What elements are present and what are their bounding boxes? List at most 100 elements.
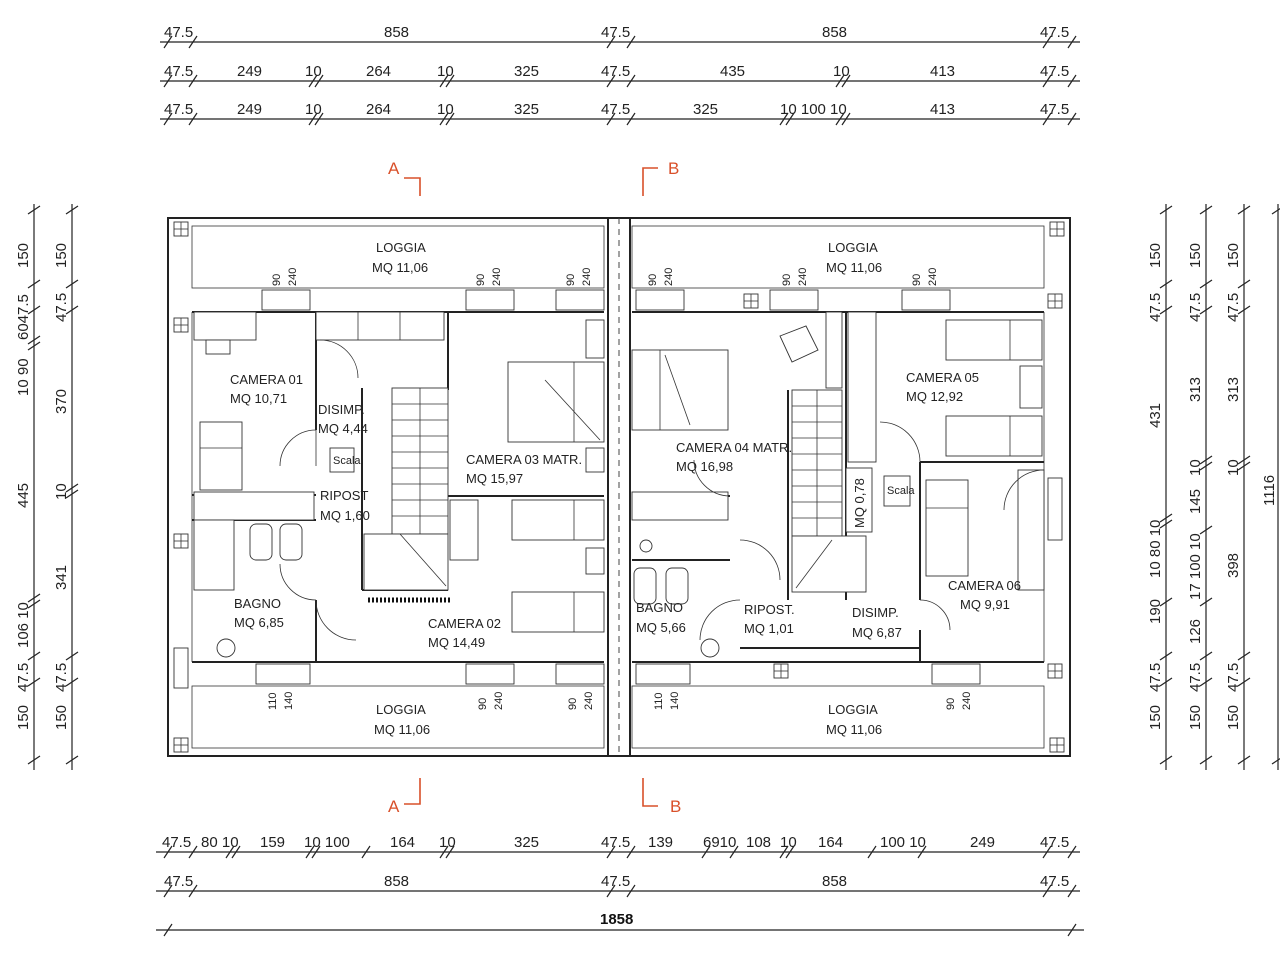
svg-text:240: 240 (491, 268, 503, 286)
loggia-br-area: MQ 11,06 (826, 722, 882, 737)
camera05-name: CAMERA 05 (906, 370, 979, 385)
dim-top3-3: 264 (366, 101, 391, 118)
loggia-bl-name: LOGGIA (376, 702, 426, 717)
dim-bot1-8: 139 (648, 834, 673, 851)
dim-top2-4: 10 (437, 63, 454, 80)
bed-camera02b (511, 591, 605, 633)
camera03-area: MQ 15,97 (466, 471, 523, 486)
dim-right2-5: 17 100 10 (1187, 533, 1204, 600)
bed-camera05a (945, 319, 1043, 361)
svg-text:140: 140 (283, 692, 295, 710)
dim-top2-7: 435 (720, 63, 745, 80)
dim-bot1-12: 164 (818, 834, 843, 851)
dim-left-in-2: 370 (53, 389, 70, 414)
dim-bot2-3: 858 (822, 873, 847, 890)
svg-text:90: 90 (475, 274, 487, 286)
camera03-name: CAMERA 03 MATR. (466, 452, 582, 467)
scala-label-l: Scala (333, 455, 361, 467)
dim-top2-6: 47.5 (601, 63, 630, 80)
dim-top1-0: 47.5 (164, 24, 193, 41)
dim-top1-1: 858 (384, 24, 409, 41)
dim-right2-3: 10 (1187, 459, 1204, 476)
dim-bot2-2: 47.5 (601, 873, 630, 890)
dim-top3-9: 413 (930, 101, 955, 118)
columns (173, 221, 1065, 753)
dim-top1-2: 47.5 (601, 24, 630, 41)
doors (279, 339, 1045, 641)
dim-left-in-3: 10 (53, 483, 70, 500)
dim-bot1-5: 10 (439, 834, 456, 851)
dim-right3-3: 10 (1225, 459, 1242, 476)
dim-left-in-0: 150 (53, 243, 70, 268)
loggia-tr-area: MQ 11,06 (826, 260, 882, 275)
dim-bot1-1: 80 10 (201, 834, 239, 851)
furniture (193, 311, 1045, 658)
bagno-r-name: BAGNO (636, 600, 683, 615)
top-dimension-lines: 47.5 858 47.5 858 47.5 47.5 249 10 264 1… (160, 24, 1080, 126)
camera04-name: CAMERA 04 MATR. (676, 440, 792, 455)
camera05-area: MQ 12,92 (906, 389, 963, 404)
svg-text:110: 110 (267, 692, 279, 710)
dim-left-0: 150 (15, 243, 32, 268)
disimp-r-area: MQ 6,87 (852, 625, 902, 640)
section-a-bottom: A (388, 797, 400, 816)
dim-left-in-6: 150 (53, 705, 70, 730)
dim-bot1-9: 6910 (703, 834, 736, 851)
dim-left-in-4: 341 (53, 565, 70, 590)
disimp-r-name: DISIMP. (852, 605, 899, 620)
dim-left-in-5: 47.5 (53, 663, 70, 692)
dim-bot2-0: 47.5 (164, 873, 193, 890)
dim-top3-10: 47.5 (1040, 101, 1069, 118)
svg-text:90: 90 (945, 698, 957, 710)
bed-camera04 (631, 349, 729, 431)
bed-camera06 (925, 479, 969, 577)
loggia-br-name: LOGGIA (828, 702, 878, 717)
dim-right1-2: 10 80 10 (1147, 520, 1164, 578)
dim-right2-0: 150 (1187, 243, 1204, 268)
dim-top2-9: 413 (930, 63, 955, 80)
ripost-l-name: RIPOST (320, 488, 368, 503)
loggia-bl-area: MQ 11,06 (374, 722, 430, 737)
dim-top3-5: 325 (514, 101, 539, 118)
bed-camera03 (507, 361, 605, 443)
svg-text:240: 240 (663, 268, 675, 286)
dim-top2-10: 47.5 (1040, 63, 1069, 80)
dim-top3-7: 325 (693, 101, 718, 118)
dim-top3-4: 10 (437, 101, 454, 118)
svg-text:90: 90 (781, 274, 793, 286)
dim-bot1-0: 47.5 (162, 834, 191, 851)
section-b-bottom: B (670, 797, 681, 816)
dim-right3-5: 47.5 (1225, 663, 1242, 692)
dim-top2-0: 47.5 (164, 63, 193, 80)
camera06-name: CAMERA 06 (948, 578, 1021, 593)
svg-text:90: 90 (911, 274, 923, 286)
section-a-top: A (388, 159, 400, 178)
camera04-area: MQ 16,98 (676, 459, 733, 474)
bed-camera05b (945, 415, 1043, 457)
dim-bot1-6: 325 (514, 834, 539, 851)
dim-top2-5: 325 (514, 63, 539, 80)
dim-top3-6: 47.5 (601, 101, 630, 118)
svg-text:240: 240 (287, 268, 299, 286)
dim-bot1-13: 100 10 (880, 834, 926, 851)
room-labels: LOGGIA MQ 11,06 LOGGIA MQ 11,06 LOGGIA M… (230, 240, 1021, 737)
bagno-l-area: MQ 6,85 (234, 615, 284, 630)
scala-label-r: Scala (887, 485, 915, 497)
dim-left-2: 10 90 (15, 358, 32, 396)
left-dimension-lines: 150 6047.5 10 90 445 106 10 47.5 150 150… (15, 204, 79, 770)
dim-right-total: 1116 (1261, 475, 1278, 506)
dim-right1-3: 190 (1147, 599, 1164, 624)
dim-right2-4: 145 (1187, 489, 1204, 514)
dim-top2-2: 10 (305, 63, 322, 80)
dim-bot1-4: 164 (390, 834, 415, 851)
camera06-area: MQ 9,91 (960, 597, 1010, 612)
windows (173, 289, 1063, 689)
dim-bot1-2: 159 (260, 834, 285, 851)
svg-text:240: 240 (583, 692, 595, 710)
camera01-area: MQ 10,71 (230, 391, 287, 406)
bed-camera01 (199, 421, 243, 491)
dim-bot1-10: 108 (746, 834, 771, 851)
dim-bot1-15: 47.5 (1040, 834, 1069, 851)
bagno-r-area: MQ 5,66 (636, 620, 686, 635)
